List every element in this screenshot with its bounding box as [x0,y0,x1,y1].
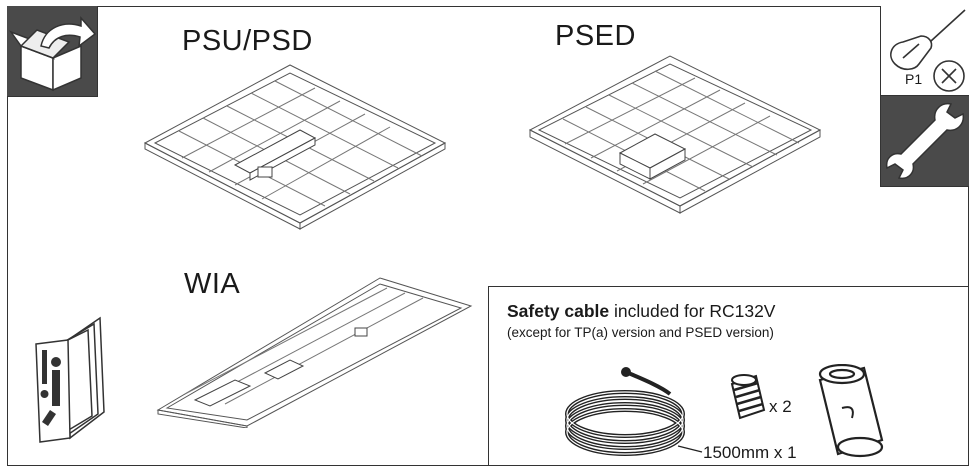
safety-cable-coil [565,367,703,456]
psed-panel-drawing [528,55,822,214]
product-label-psu: PSU/PSD [182,25,313,57]
small-nut-icon [730,374,766,420]
p1-label: P1 [905,71,923,87]
unbox-arrow-icon [7,6,98,97]
psu-panel-drawing [143,64,447,230]
screwdriver-icon [880,6,969,96]
cable-quantity: 1500mm x 1 [703,443,797,462]
manual-booklet-icon [35,316,105,443]
safety-title-bold: Safety cable [507,301,610,321]
product-label-wia: WIA [184,268,241,300]
safety-title: Safety cable included for RC132V [507,301,776,322]
nut-quantity: x 2 [769,397,792,416]
product-label-psed: PSED [555,20,636,52]
large-sleeve-icon [818,364,884,458]
wia-panel-drawing [156,277,473,428]
safety-subtitle: (except for TP(a) version and PSED versi… [507,325,774,340]
wrench-icon [880,96,969,187]
circled-x-icon [933,60,965,92]
safety-title-rest: included for RC132V [609,301,776,321]
